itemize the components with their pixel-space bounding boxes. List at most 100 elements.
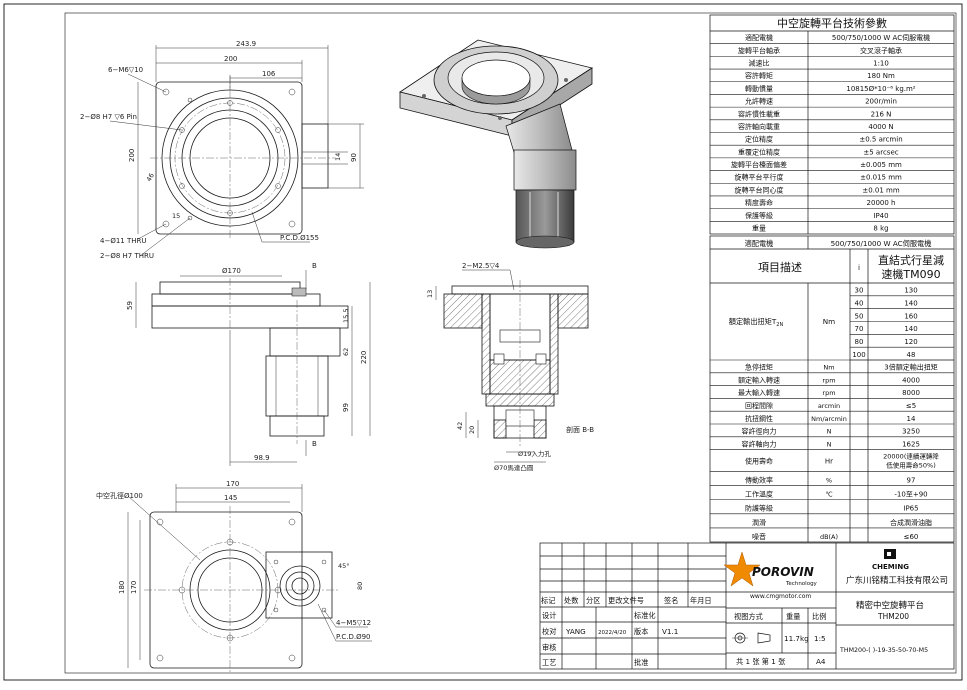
dim-42: 42 [456, 422, 464, 430]
spec-row-label: 精度壽命 [745, 198, 773, 207]
reducer-row-value: 14 [907, 415, 916, 423]
section-mark-b-bottom: B [312, 440, 317, 448]
reducer-life-value-1: 20000(連續運轉降 [883, 452, 939, 461]
isometric-view [399, 39, 593, 249]
label-m5-holes: 4−M5▽12 [336, 619, 371, 627]
reducer-row-label: 急停扭矩 [745, 363, 773, 372]
reducer-life-value-2: 低使用壽命50%) [886, 461, 935, 470]
reducer-row-label: 額定輸入轉速 [738, 375, 780, 384]
reducer-row2-value: ≤60 [904, 533, 919, 541]
reducer-row-label: 容許徑向力 [742, 427, 777, 436]
spec-row-value: 180 Nm [867, 72, 895, 80]
spec-row-value: ±0.5 arcmin [859, 136, 902, 144]
tb-version: V1.1 [662, 627, 678, 636]
torque-ratio: 50 [855, 312, 864, 320]
spec-row-value: IP40 [873, 212, 888, 220]
dim-bottom-180: 180 [118, 581, 126, 594]
dim-62: 62 [342, 348, 350, 356]
dim-46: 46 [145, 172, 156, 183]
reducer-life-unit: Hr [825, 458, 833, 466]
tb-head-0: 标记 [541, 596, 555, 605]
brand-sub: Technology [785, 581, 818, 587]
reducer-row2-value: 合成潤滑油脂 [890, 518, 932, 527]
brand-name: POROVIN [752, 565, 814, 579]
label-pcd-155: P.C.D.Ø155 [280, 234, 319, 242]
spec-row-value: 200r/min [865, 98, 897, 106]
tb-head-3: 更改文件号 [608, 596, 644, 605]
tb-version-label: 版本 [634, 627, 648, 636]
reducer-row2-label: 工作溫度 [745, 490, 773, 499]
dim-20: 20 [468, 426, 476, 434]
reducer-row-label: 最大輸入轉速 [738, 388, 780, 397]
spec-row-value: ±0.005 mm [860, 161, 902, 169]
reducer-torque-unit: Nm [823, 317, 835, 326]
product-model: THM200 [877, 612, 909, 621]
torque-ratio: 70 [855, 325, 864, 333]
reducer-row-value: ≤5 [906, 402, 916, 410]
tb-head-5: 年月日 [690, 596, 712, 605]
spec-row-label: 適配電機 [745, 33, 773, 42]
dim-bottom-170-vertical: 170 [130, 581, 138, 594]
tb-design: 设计 [542, 611, 556, 620]
dim-bottom-145: 145 [224, 494, 237, 502]
reducer-row-label: 容許軸向力 [742, 439, 777, 448]
spec-row-label: 容許慣性載重 [738, 109, 780, 118]
tb-sheet: 共 1 张 第 1 张 [736, 657, 785, 666]
reducer-row-label: 回程間隙 [745, 401, 773, 410]
reducer-row2-unit: ℃ [825, 491, 832, 499]
company-logo-text: CHEMING [872, 563, 909, 571]
section-title: 剖面 B-B [566, 425, 594, 434]
top-view: 243.9 200 106 14 [80, 40, 364, 260]
spec-row-label: 重覆定位精度 [738, 147, 780, 156]
sheet-border [3, 3, 963, 681]
reducer-row-unit: Nm/arcmin [811, 415, 847, 423]
tb-view-method: 视图方式 [734, 612, 763, 621]
torque-value: 130 [904, 287, 917, 295]
reducer-row2-label: 防護等級 [745, 504, 773, 513]
tb-scale-label: 比例 [812, 612, 826, 621]
dim-13: 13 [426, 290, 434, 298]
reducer-row2-value: 97 [907, 477, 916, 485]
tb-review: 审核 [542, 643, 556, 652]
reducer-table: 適配電機 500/750/1000 W AC伺服電機 項目描述 i 直結式行星減… [709, 235, 955, 543]
reducer-life-label: 使用壽命 [745, 457, 773, 466]
spec-row-value: 216 N [871, 110, 892, 118]
tb-head-2: 分区 [586, 596, 600, 605]
spec-table: 中空旋轉平台技術參數 適配電機 500/750/1000 W AC伺服電機旋轉平台… [709, 14, 955, 235]
dim-diameter-170: Ø170 [222, 267, 241, 275]
spec-row-value: 20000 h [867, 199, 896, 207]
torque-value: 140 [904, 325, 917, 333]
spec-row-label: 定位精度 [745, 135, 773, 144]
reducer-row2-unit: % [826, 477, 832, 485]
dim-106: 106 [262, 70, 276, 78]
spec-row-label: 旋轉平台檯面偏差 [731, 160, 787, 169]
dim-200: 200 [224, 55, 237, 63]
reducer-row2-value: IP65 [903, 505, 918, 513]
tb-weight-label: 重量 [786, 612, 800, 621]
reducer-ratio-label: i [858, 263, 860, 272]
label-hollow-bore: 中空孔徑Ø100 [96, 491, 143, 500]
cheming-logo: CHEMING [872, 549, 909, 571]
product-name: 精密中空旋轉平台 [856, 600, 924, 611]
reducer-row-label: 抗扭鋼性 [745, 414, 773, 423]
torque-value: 140 [904, 299, 917, 307]
dim-bottom-80: 80 [356, 582, 364, 590]
dim-243-9: 243.9 [236, 40, 256, 48]
part-number: THM200-( )-19-35-50-70-M5 [839, 647, 928, 654]
reducer-model-line-2: 速機TM090 [881, 267, 940, 281]
tb-standardize: 标准化 [634, 611, 656, 620]
reducer-row-value: 1625 [902, 440, 920, 448]
inner-frame [64, 12, 957, 674]
label-thru-pins: 2−Ø8 H7 THRU [100, 252, 154, 260]
bottom-view: 170 145 180 170 中空孔徑Ø100 45° 80 [96, 480, 372, 674]
spec-table-title: 中空旋轉平台技術參數 [777, 16, 887, 30]
label-pcd-90: P.C.D.Ø90 [336, 633, 371, 641]
spec-row-value: 500/750/1000 W AC伺服電機 [832, 33, 930, 42]
spec-row-value: 交叉滾子軸承 [860, 46, 902, 55]
spec-row-label: 保護等級 [745, 211, 773, 220]
company-name: 广东川铭精工科技有限公司 [846, 575, 948, 586]
dim-99: 99 [342, 403, 350, 412]
dim-98-9: 98.9 [254, 454, 270, 462]
dim-200-vertical: 200 [128, 149, 136, 162]
